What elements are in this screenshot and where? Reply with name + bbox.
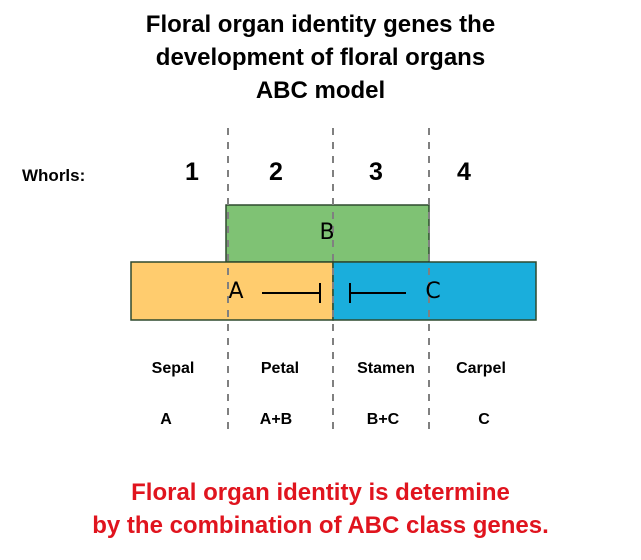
a-inhibits-c-arrow <box>262 283 321 303</box>
gene-c-box <box>332 261 537 321</box>
conclusion-line-2: by the combination of ABC class genes. <box>92 512 549 539</box>
combination-whorl-3: B+C <box>366 411 400 428</box>
whorl-number-4: 4 <box>457 158 471 186</box>
combination-whorl-1: A <box>160 411 172 428</box>
combination-whorl-4: C <box>478 411 490 428</box>
whorls-label: Whorls: <box>22 166 86 185</box>
organ-sepal: Sepal <box>151 360 195 377</box>
organ-stamen: Stamen <box>357 360 415 377</box>
gene-a-box <box>130 261 334 321</box>
conclusion-text: Floral organ identity is determine by th… <box>0 476 641 542</box>
conclusion-line-1: Floral organ identity is determine <box>131 479 510 506</box>
c-inhibits-a-arrow <box>349 283 406 303</box>
title-line-1: Floral organ identity genes the <box>145 11 496 38</box>
gene-b-label: B <box>319 220 335 245</box>
gene-a-label: A <box>228 279 244 304</box>
title-line-2: development of floral organs <box>155 44 486 71</box>
organ-carpel: Carpel <box>456 360 506 377</box>
title-line-3: ABC model <box>255 77 386 104</box>
gene-c-label: C <box>425 279 441 304</box>
whorl-number-3: 3 <box>369 158 383 186</box>
diagram-title: Floral organ identity genes the developm… <box>0 8 641 107</box>
whorl-number-1: 1 <box>185 158 199 186</box>
combination-whorl-2: A+B <box>259 411 293 428</box>
whorl-number-2: 2 <box>269 158 283 186</box>
organ-petal: Petal <box>260 360 300 377</box>
